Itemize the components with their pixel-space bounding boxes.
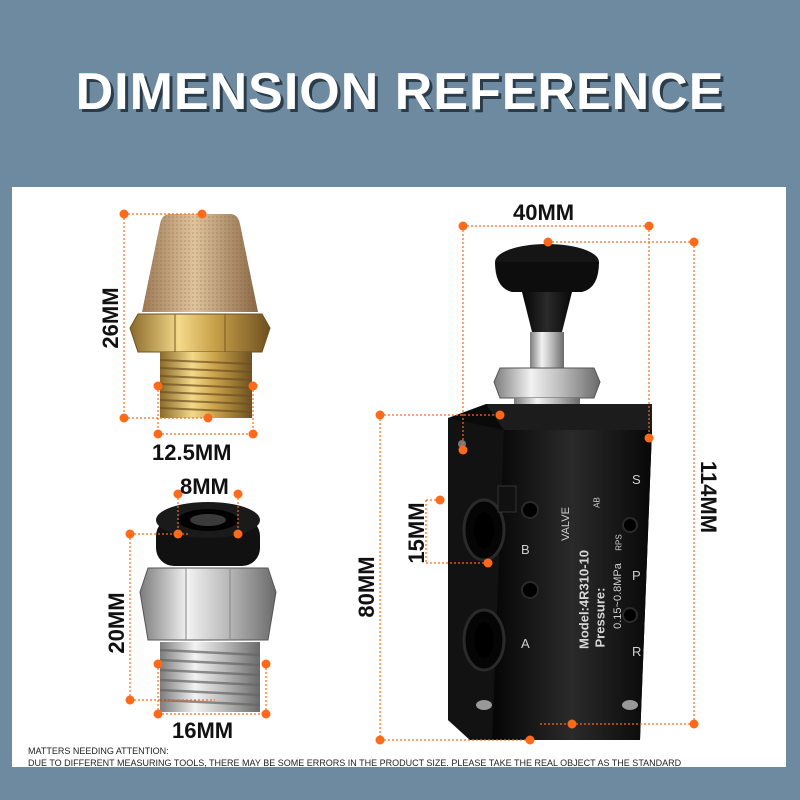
page-title: DIMENSION REFERENCE [75, 63, 725, 121]
notes-heading: MATTERS NEEDING ATTENTION: [28, 746, 169, 756]
valve-port-a-print: A [521, 636, 530, 651]
valve-port-label: 15MM [404, 502, 429, 564]
notes-body: DUE TO DIFFERENT MEASURING TOOLS, THERE … [28, 758, 682, 768]
valve-model-print: Model:4R310-10 [576, 550, 592, 649]
valve-illustration [448, 244, 652, 740]
valve-width-label: 40MM [513, 200, 575, 225]
valve-port-s-print: S [632, 472, 641, 487]
fitting-width-label: 16MM [172, 718, 234, 743]
dimension-markers [119, 209, 699, 745]
muffler-width-label: 12.5MM [152, 440, 232, 465]
valve-pressure-print: Pressure: [592, 587, 608, 648]
valve-port-p-print: P [632, 568, 641, 583]
fitting-tube-label: 8MM [180, 474, 229, 499]
valve-mark-rps-print: RPS [614, 534, 624, 551]
fitting-height-label: 20MM [104, 592, 129, 654]
dimension-guides [123, 213, 695, 741]
valve-mark-ab-print: AB [592, 497, 602, 508]
valve-port-b-print: B [521, 542, 530, 557]
muffler-illustration [129, 214, 271, 418]
valve-body-height-label: 80MM [354, 556, 379, 618]
valve-total-height-label: 114MM [696, 460, 721, 534]
muffler-height-label: 26MM [98, 287, 123, 349]
valve-port-r-print: R [632, 644, 642, 659]
product-panel [12, 187, 786, 767]
valve-brand-print: VALVE [560, 507, 572, 541]
fitting-illustration [139, 502, 277, 712]
